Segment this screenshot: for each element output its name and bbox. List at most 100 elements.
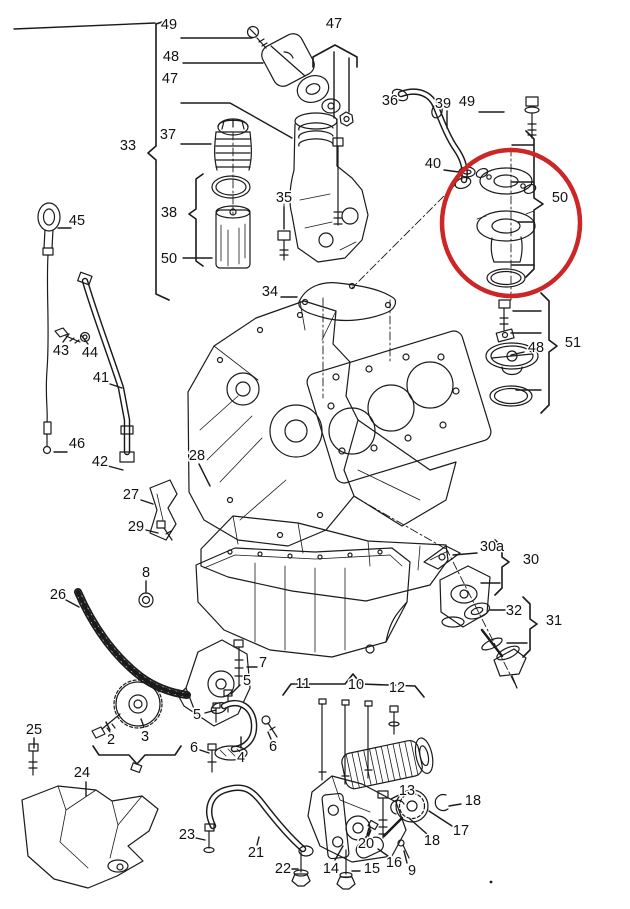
group-bracket (540, 292, 558, 414)
part-number-label: 44 (82, 345, 98, 361)
oil-pickup (207, 699, 278, 773)
part-number-label: 41 (93, 370, 109, 386)
part-number-label: 17 (453, 823, 469, 839)
part-number-label: 49 (459, 94, 475, 110)
part-number-label: 48 (528, 340, 544, 356)
coolant-pump-group (475, 96, 540, 288)
leader-line (256, 836, 260, 846)
group-bracket (188, 173, 204, 267)
leader-line (62, 333, 70, 343)
part-number-label: 18 (424, 833, 440, 849)
part-number-label: 40 (425, 156, 441, 172)
leader-line (80, 334, 89, 345)
part-number-label: 5 (243, 673, 251, 689)
part-number-label: 36 (382, 93, 398, 109)
oil-filter-assembly (211, 118, 252, 269)
leader-line (105, 721, 111, 731)
part-number-label: 43 (53, 343, 69, 359)
cylinder-head-gasket (306, 330, 492, 484)
housing-gasket (298, 282, 397, 322)
oil-pipe (203, 784, 314, 887)
part-number-label: 31 (546, 613, 562, 629)
splash-shield (21, 743, 159, 889)
part-number-label: 2 (107, 732, 115, 748)
leader-line (452, 552, 478, 556)
leader-line (180, 102, 293, 139)
part-number-label: 15 (364, 861, 380, 877)
part-number-label: 9 (408, 863, 416, 879)
leader-line (199, 749, 210, 754)
leader-line (65, 599, 80, 608)
part-number-label: 45 (69, 213, 85, 229)
leader-line (13, 22, 156, 30)
leader-line (377, 848, 389, 857)
leader-line (366, 827, 370, 836)
group-bracket (282, 673, 425, 698)
leader-line (267, 731, 272, 740)
group-bracket (522, 596, 538, 658)
leader-line (443, 169, 460, 173)
group-bracket (92, 745, 182, 765)
part-number-label: 20 (358, 836, 374, 852)
leader-line (195, 837, 206, 841)
leader-line (510, 351, 525, 356)
part-number-label: 51 (565, 335, 581, 351)
part-number-label: 34 (262, 284, 278, 300)
oil-cooler-assembly (307, 698, 493, 890)
group-bracket (312, 44, 358, 68)
part-number-label: 21 (248, 845, 264, 861)
engine-artwork (21, 25, 540, 890)
part-number-label: 3 (141, 729, 149, 745)
part-number-label: 14 (323, 861, 339, 877)
dipstick (37, 202, 61, 455)
part-number-label: 29 (128, 519, 144, 535)
leader-line (140, 718, 145, 728)
part-number-label: 30a (480, 539, 505, 555)
part-number-label: 47 (162, 71, 178, 87)
part-number-label: 6 (269, 739, 277, 755)
oil-filter-housing (277, 112, 369, 263)
part-number-label: 48 (163, 49, 179, 65)
leader-line (428, 810, 453, 827)
oil-pump-drive (423, 545, 527, 689)
leader-line (448, 803, 462, 807)
assembly-axis-lines (232, 131, 518, 689)
part-number-label: 10 (348, 677, 364, 693)
part-number-label: 50 (552, 190, 568, 206)
part-number-label: 24 (74, 765, 90, 781)
part-number-label: 13 (399, 783, 415, 799)
support-bracket (138, 479, 178, 608)
part-number-label: 32 (506, 603, 522, 619)
leader-line (403, 850, 408, 864)
part-number-label: 7 (259, 655, 267, 671)
group-bracket (147, 19, 170, 301)
leader-line (390, 794, 400, 800)
leader-line (334, 845, 344, 861)
part-number-label: 27 (123, 487, 139, 503)
part-number-label: 8 (142, 565, 150, 581)
part-number-label: 22 (275, 861, 291, 877)
part-number-label: 30 (523, 552, 539, 568)
leader-line (198, 463, 211, 487)
part-number-label: 16 (386, 855, 402, 871)
lower-oil-pan (195, 547, 411, 658)
part-number-label: 50 (161, 251, 177, 267)
part-number-label: 11 (295, 676, 310, 692)
part-number-label: 26 (50, 587, 66, 603)
group-bracket (525, 130, 544, 278)
part-number-label: 35 (276, 190, 292, 206)
part-number-label: 49 (161, 17, 177, 33)
leader-line (409, 818, 428, 835)
leader-line (204, 709, 217, 714)
part-number-label: 42 (92, 454, 108, 470)
oil-filler-cap-assembly (246, 25, 354, 127)
group-bracket (494, 539, 510, 596)
part-number-label: 23 (179, 827, 195, 843)
part-number-label: 37 (160, 127, 176, 143)
upper-oil-pan (200, 515, 449, 602)
part-number-label: 47 (326, 16, 342, 32)
leader-line (109, 383, 123, 389)
